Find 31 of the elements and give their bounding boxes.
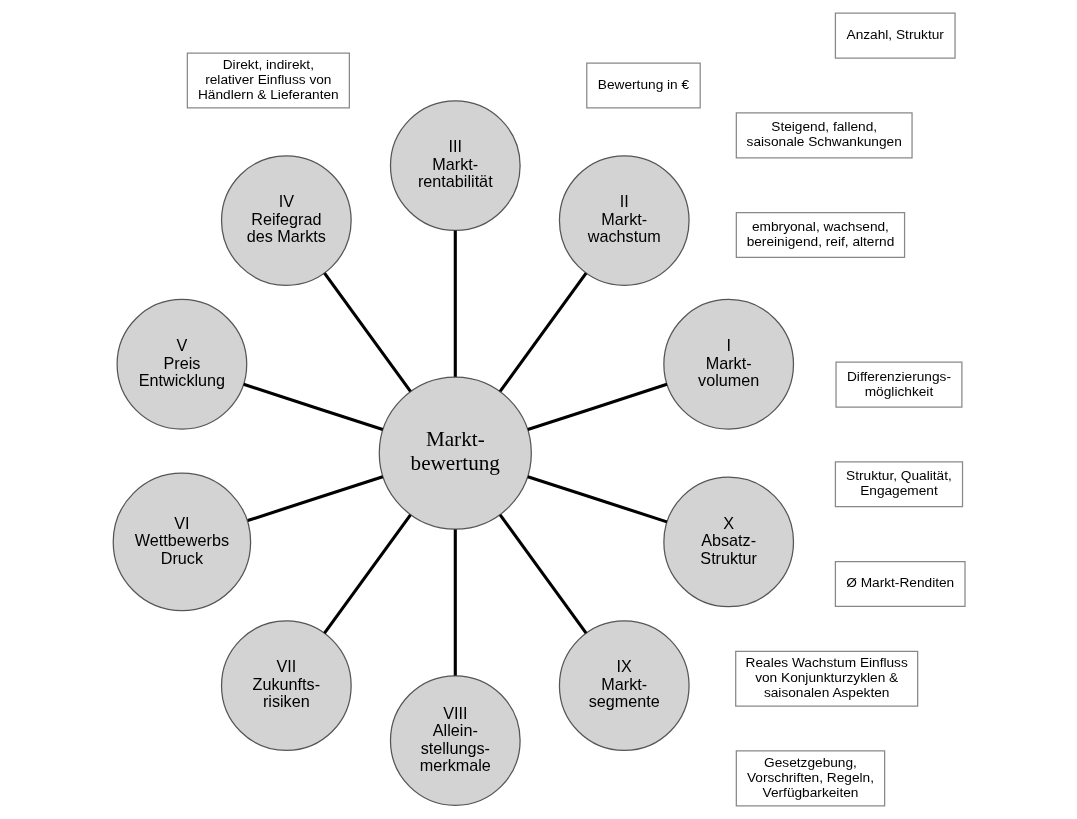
node-box: Ø Markt-Renditen xyxy=(834,560,966,608)
node-circle: IX Markt- segmente xyxy=(558,620,690,752)
connector xyxy=(453,529,457,676)
node-circle: V Preis Entwicklung xyxy=(116,298,247,430)
node-box: embryonal, wachsend, bereinigend, reif, alternd xyxy=(735,211,905,259)
node-box: Differenzierungs- möglichkeit xyxy=(834,361,963,408)
connector xyxy=(498,513,587,635)
node-box: Steigend, fallend, saisonale Schwankungen xyxy=(735,112,913,159)
node-circle: VI Wettbewerbs Druck xyxy=(112,472,251,612)
connector xyxy=(526,475,667,524)
node-circle: II Markt- wachstum xyxy=(558,155,690,286)
connector xyxy=(453,230,457,377)
connector xyxy=(246,475,383,523)
node-box: Bewertung in € xyxy=(585,62,701,109)
node-circle: III Markt- rentabilität xyxy=(389,100,521,232)
connector xyxy=(242,382,383,432)
node-circle: X Absatz- Struktur xyxy=(662,476,794,608)
node-box: Anzahl, Struktur xyxy=(834,12,956,59)
node-box: Direkt, indirekt, relativer Einfluss von Händlern & Lieferanten xyxy=(186,52,350,109)
node-box: Reales Wachstum Einfluss von Konjunkturzyklen & saisonalen Aspekten xyxy=(734,650,918,707)
connector xyxy=(322,513,412,635)
node-circle: VIII Allein- stellungs- merkmale xyxy=(389,675,521,806)
node-box: Struktur, Qualität, Engagement xyxy=(834,461,963,508)
node-box: Gesetzgebung, Vorschriften, Regeln, Verfügbarkeiten xyxy=(735,750,885,807)
node-circle: I Markt- volumen xyxy=(662,298,794,430)
connector xyxy=(526,382,667,432)
connector xyxy=(498,272,587,393)
connector xyxy=(322,272,412,393)
node-circle: IV Reifegrad des Markts xyxy=(220,155,352,286)
node-circle: Markt- bewertung xyxy=(378,376,532,530)
node-circle: VII Zukunfts- risiken xyxy=(220,620,352,752)
